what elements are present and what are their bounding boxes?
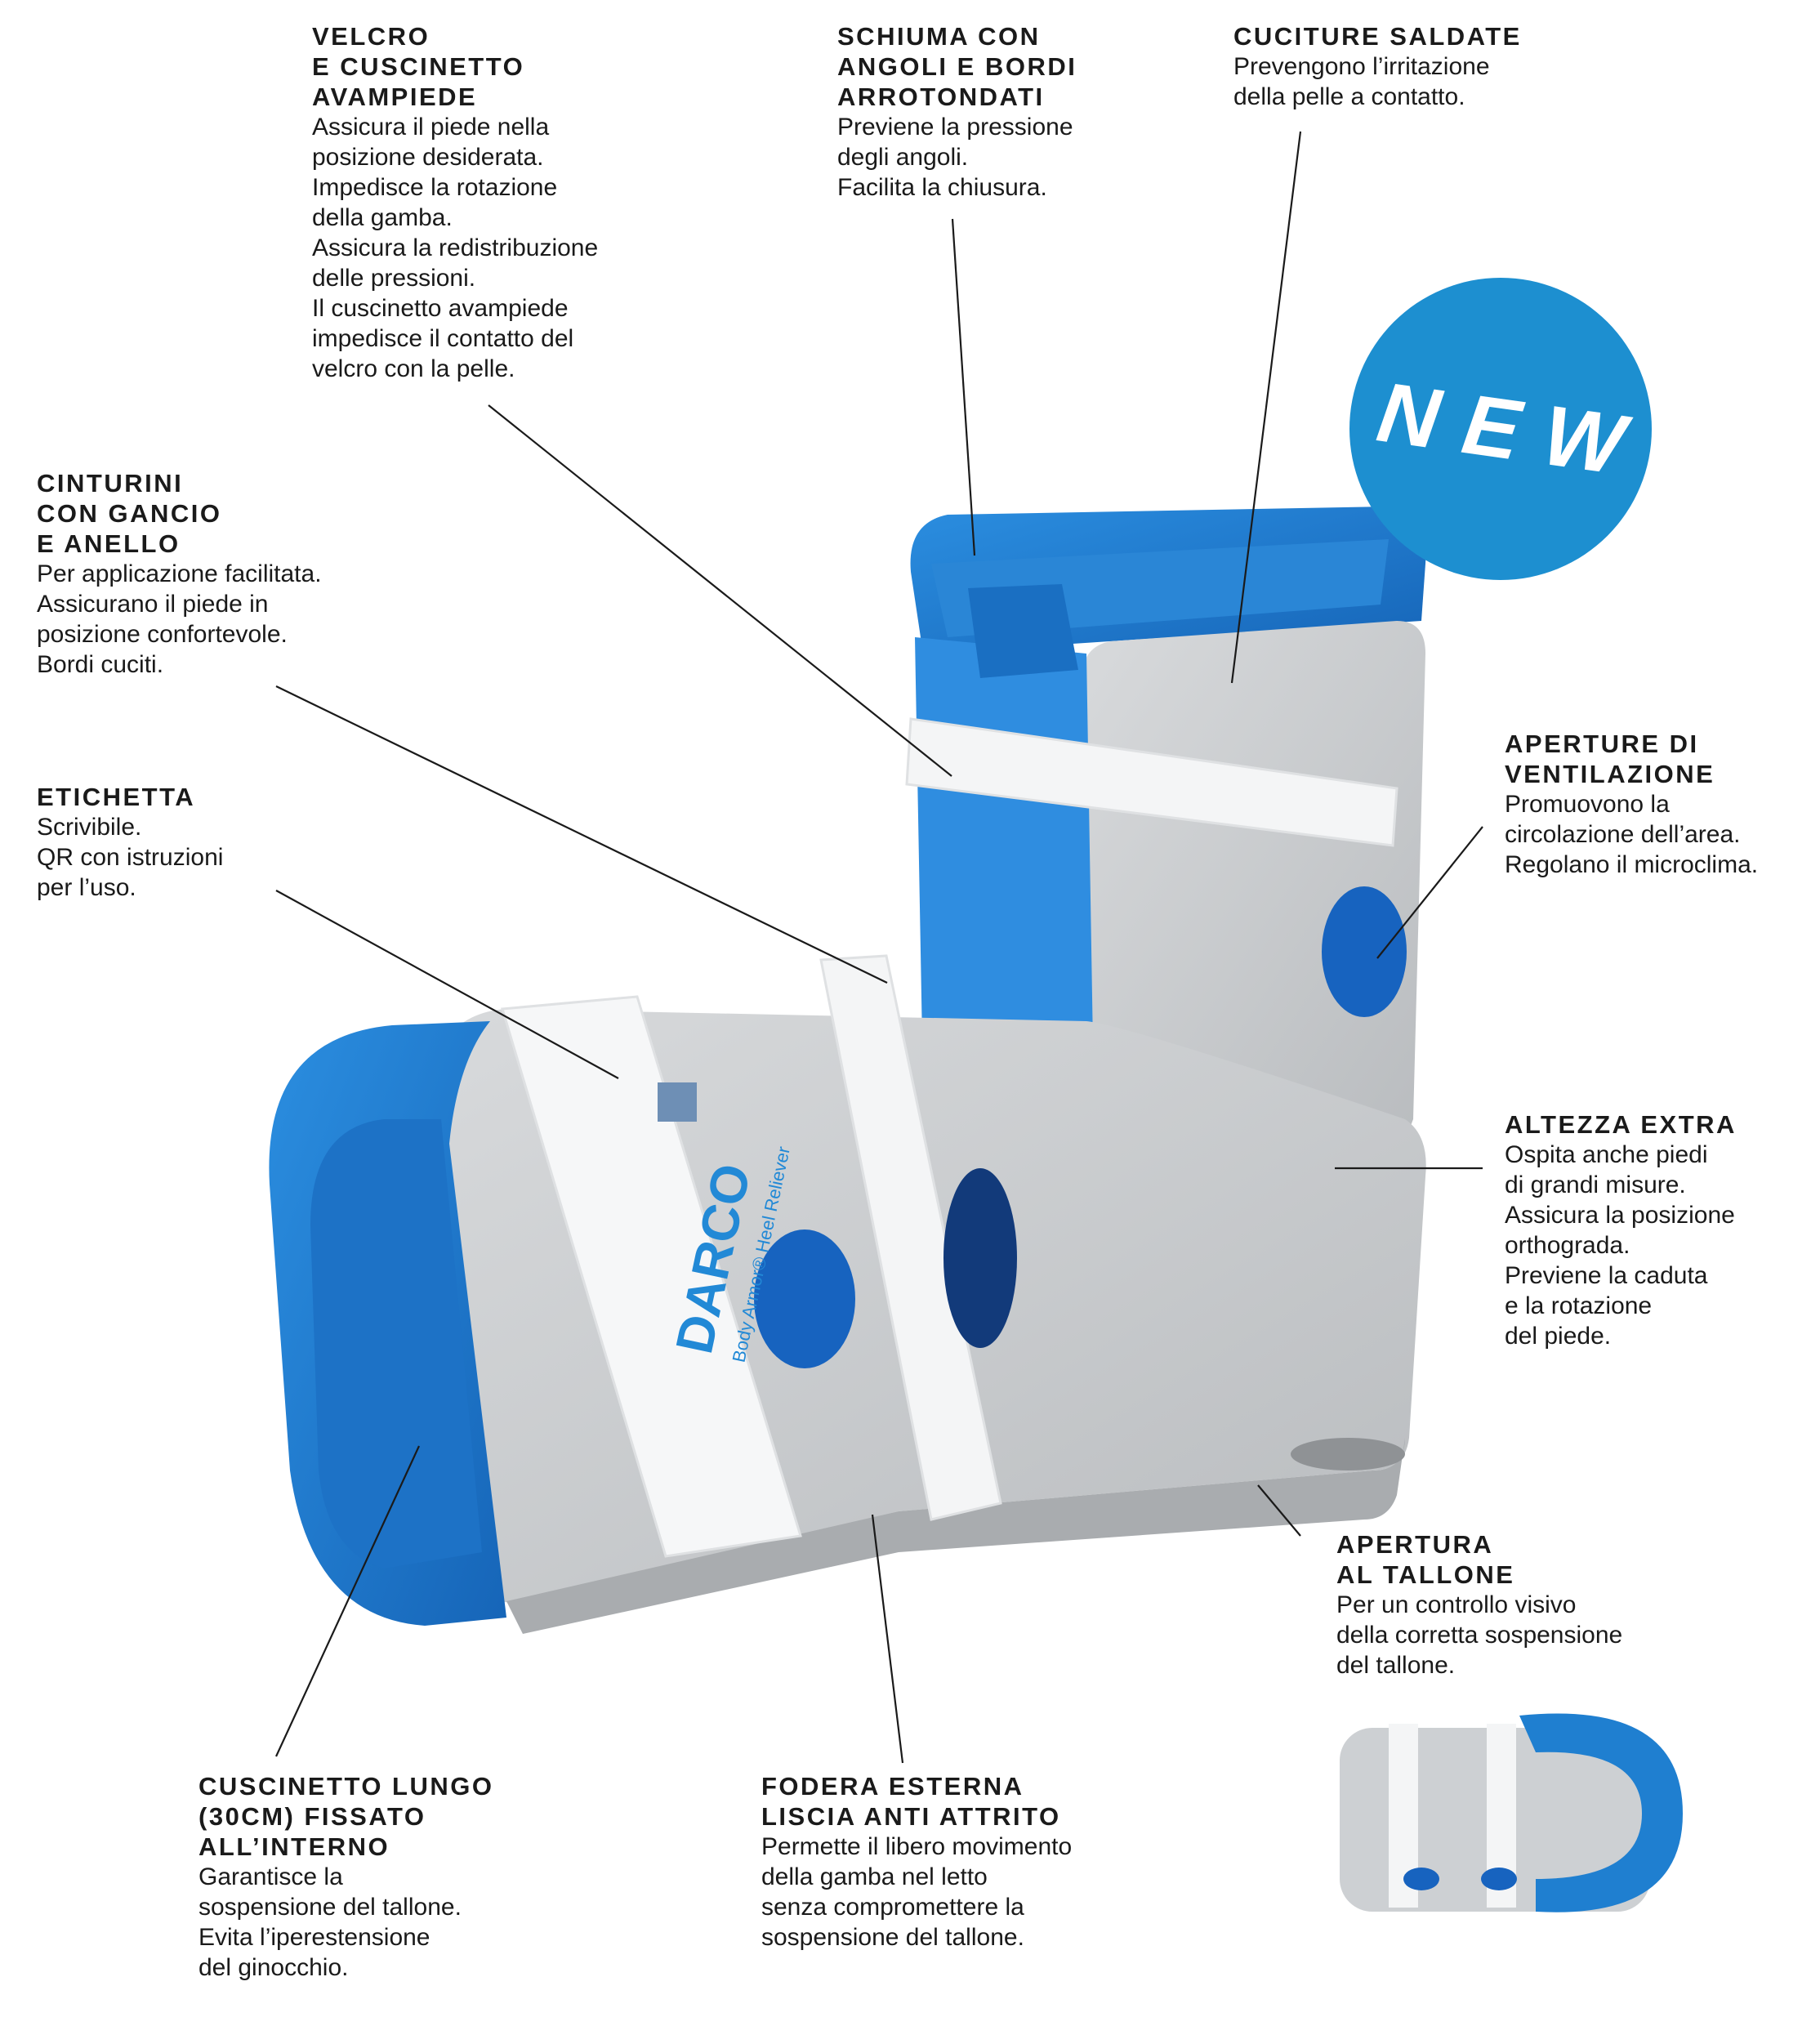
callout-body: Assicura il piede nella posizione deside…: [312, 114, 599, 382]
ventilation-hole: [943, 1168, 1017, 1348]
callout-body: Scrivibile. QR con istruzioni per l’uso.: [37, 814, 224, 901]
callout-schiuma: SCHIUMA CON ANGOLI E BORDI ARROTONDATI P…: [837, 21, 1077, 203]
upper-shaft-shell: [1082, 621, 1425, 1144]
callout-cuscinetto: CUSCINETTO LUNGO (30CM) FISSATO ALL’INTE…: [199, 1771, 494, 1983]
callout-title: VELCRO E CUSCINETTO AVAMPIEDE: [312, 22, 525, 111]
sole: [506, 1438, 1405, 1634]
label-strap: [501, 995, 802, 1558]
callout-body: Per applicazione facilitata. Assicurano …: [37, 560, 322, 678]
new-badge-label: NEW: [1372, 364, 1654, 497]
callout-title: APERTURA AL TALLONE: [1336, 1530, 1515, 1589]
callout-title: ALTEZZA EXTRA: [1505, 1110, 1737, 1139]
callout-title: FODERA ESTERNA LISCIA ANTI ATTRITO: [761, 1772, 1061, 1831]
foam-block: [968, 584, 1078, 678]
callout-etichetta: ETICHETTA Scrivibile. QR con istruzioni …: [37, 782, 223, 903]
callout-title: CINTURINI CON GANCIO E ANELLO: [37, 469, 222, 558]
callout-body: Permette il libero movimento della gamba…: [761, 1833, 1073, 1951]
callout-body: Ospita anche piedi di grandi misure. Ass…: [1505, 1141, 1735, 1350]
callout-title: SCHIUMA CON ANGOLI E BORDI ARROTONDATI: [837, 22, 1077, 111]
heel-opening: [1291, 1438, 1405, 1470]
ventilation-hole: [754, 1229, 855, 1368]
qr-code: [658, 1082, 697, 1122]
callout-title: ETICHETTA: [37, 783, 196, 811]
callout-fodera: FODERA ESTERNA LISCIA ANTI ATTRITO Perme…: [761, 1771, 1072, 1952]
callout-velcro: VELCRO E CUSCINETTO AVAMPIEDE Assicura i…: [312, 21, 598, 384]
ventilation-hole: [1322, 886, 1407, 1017]
callout-body: Previene la pressione degli angoli. Faci…: [837, 114, 1073, 201]
callout-title: CUSCINETTO LUNGO (30CM) FISSATO ALL’INTE…: [199, 1772, 494, 1861]
callout-body: Garantisce la sospensione del tallone. E…: [199, 1863, 462, 1981]
toe-inner-foam: [310, 1119, 482, 1569]
callout-title: CUCITURE SALDATE: [1233, 22, 1522, 51]
callout-body: Per un controllo visivo della corretta s…: [1336, 1591, 1623, 1679]
middle-strap-vertical: [819, 954, 1002, 1521]
upper-strap: [905, 717, 1398, 847]
callout-altezza: ALTEZZA EXTRA Ospita anche piedi di gran…: [1505, 1109, 1737, 1351]
callout-apertura: APERTURA AL TALLONE Per un controllo vis…: [1336, 1529, 1622, 1680]
leader-lines: [275, 131, 1483, 1764]
callout-cuciture: CUCITURE SALDATE Prevengono l’irritazion…: [1233, 21, 1522, 112]
callout-ventilazione: APERTURE DI VENTILAZIONE Promuovono la c…: [1505, 729, 1758, 880]
callout-title: APERTURE DI VENTILAZIONE: [1505, 730, 1715, 788]
callout-body: Prevengono l’irritazione della pelle a c…: [1233, 53, 1490, 110]
new-badge: NEW: [1349, 278, 1654, 580]
callout-cinturini: CINTURINI CON GANCIO E ANELLO Per applic…: [37, 468, 322, 680]
inset-product-photo: [1340, 1713, 1683, 1912]
callout-body: Promuovono la circolazione dell’area. Re…: [1505, 791, 1759, 878]
